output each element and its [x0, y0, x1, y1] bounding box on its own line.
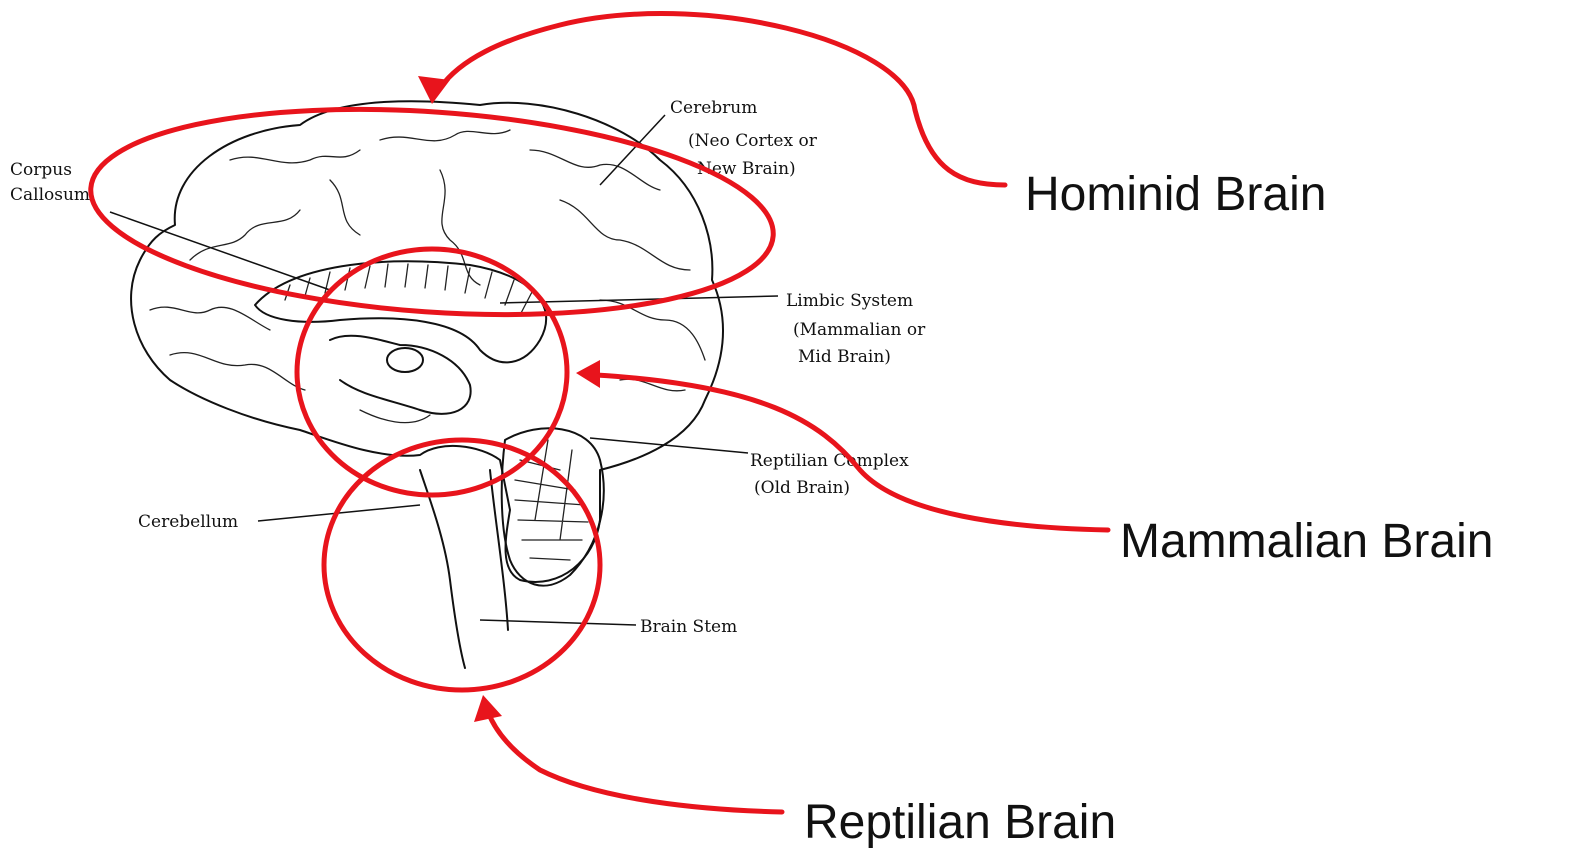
hominid-brain-label: Hominid Brain: [1025, 168, 1326, 221]
mammalian-circle: [297, 249, 567, 495]
callout-labels: Hominid Brain Mammalian Brain Reptilian …: [804, 168, 1493, 849]
label-limbic-system-line-3: Mid Brain): [798, 347, 891, 367]
hominid-ellipse: [84, 88, 780, 335]
brain-illustration: [131, 101, 723, 668]
label-cerebrum-line-2: (Neo Cortex or: [688, 131, 818, 151]
label-cerebrum-line-3: New Brain): [697, 159, 796, 179]
mammalian-arrowhead: [576, 360, 600, 388]
anatomy-labels: Cerebrum (Neo Cortex or New Brain) Corpu…: [10, 98, 926, 637]
label-reptilian-complex-line-1: Reptilian Complex: [750, 451, 909, 471]
reptilian-arrowhead: [474, 695, 502, 722]
label-corpus-callosum-line-1: Corpus: [10, 160, 72, 180]
hominid-arrowhead: [418, 76, 450, 104]
reptilian-brain-label: Reptilian Brain: [804, 796, 1116, 849]
label-reptilian-complex-line-2: (Old Brain): [754, 478, 850, 498]
label-corpus-callosum-line-2: Callosum: [10, 185, 90, 205]
label-cerebrum-line-1: Cerebrum: [670, 98, 757, 118]
label-limbic-system-line-1: Limbic System: [786, 291, 913, 311]
label-brain-stem: Brain Stem: [640, 617, 737, 637]
mammalian-brain-label: Mammalian Brain: [1120, 515, 1493, 568]
reptilian-arrow: [488, 712, 782, 812]
label-limbic-system-line-2: (Mammalian or: [793, 320, 926, 340]
label-cerebellum: Cerebellum: [138, 512, 238, 532]
